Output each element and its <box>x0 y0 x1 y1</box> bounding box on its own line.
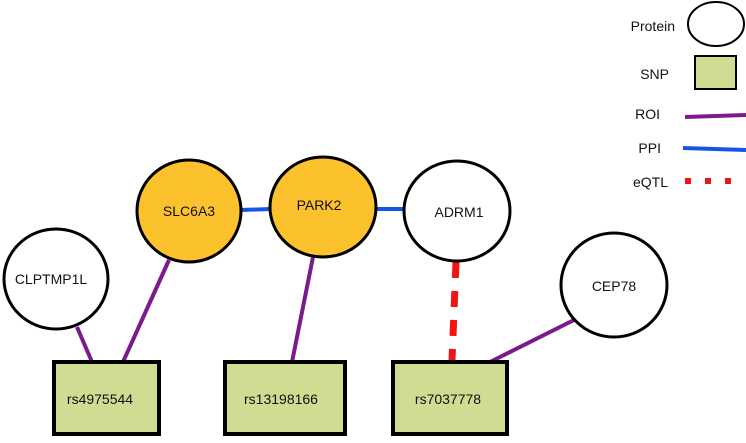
edge-roi-cep78-rs7037778 <box>489 316 579 364</box>
node-label: SLC6A3 <box>163 203 215 219</box>
legend-protein-label: Protein <box>631 18 675 34</box>
node-label: rs7037778 <box>415 391 481 407</box>
node-rs13198166[interactable]: rs13198166 <box>223 360 347 436</box>
node-park2[interactable]: PARK2 <box>268 155 378 259</box>
node-label: CEP78 <box>592 278 637 294</box>
node-label: rs4975544 <box>67 391 133 407</box>
edge-roi-clptmp1l-rs4975544 <box>75 326 94 363</box>
node-label: rs13198166 <box>244 391 318 407</box>
legend-snp-symbol <box>694 55 737 90</box>
node-rs4975544[interactable]: rs4975544 <box>52 360 161 436</box>
legend: Protein SNP ROI PPI eQTL <box>631 1 746 190</box>
node-clptmp1l[interactable]: CLPTMP1L <box>2 227 110 331</box>
node-label: PARK2 <box>297 197 342 213</box>
node-slc6a3[interactable]: SLC6A3 <box>135 158 243 264</box>
node-label: ADRM1 <box>434 204 483 220</box>
legend-eqtl-label: eQTL <box>633 174 668 190</box>
legend-ppi-label: PPI <box>638 140 661 156</box>
node-cep78[interactable]: CEP78 <box>559 231 669 339</box>
node-rs7037778[interactable]: rs7037778 <box>391 360 509 436</box>
legend-protein-symbol <box>687 1 745 47</box>
legend-ppi-line <box>682 146 746 152</box>
node-adrm1[interactable]: ADRM1 <box>402 159 512 263</box>
legend-roi-line <box>684 113 746 119</box>
legend-snp-label: SNP <box>640 66 669 82</box>
edge-eqtl-adrm1-rs7037778 <box>448 261 460 361</box>
edge-roi-park2-rs13198166 <box>290 256 315 363</box>
legend-roi-label: ROI <box>635 106 660 122</box>
node-label: CLPTMP1L <box>15 271 88 287</box>
edge-roi-slc6a3-rs4975544 <box>121 259 171 363</box>
edge-ppi-slc6a3-park2 <box>240 207 272 212</box>
